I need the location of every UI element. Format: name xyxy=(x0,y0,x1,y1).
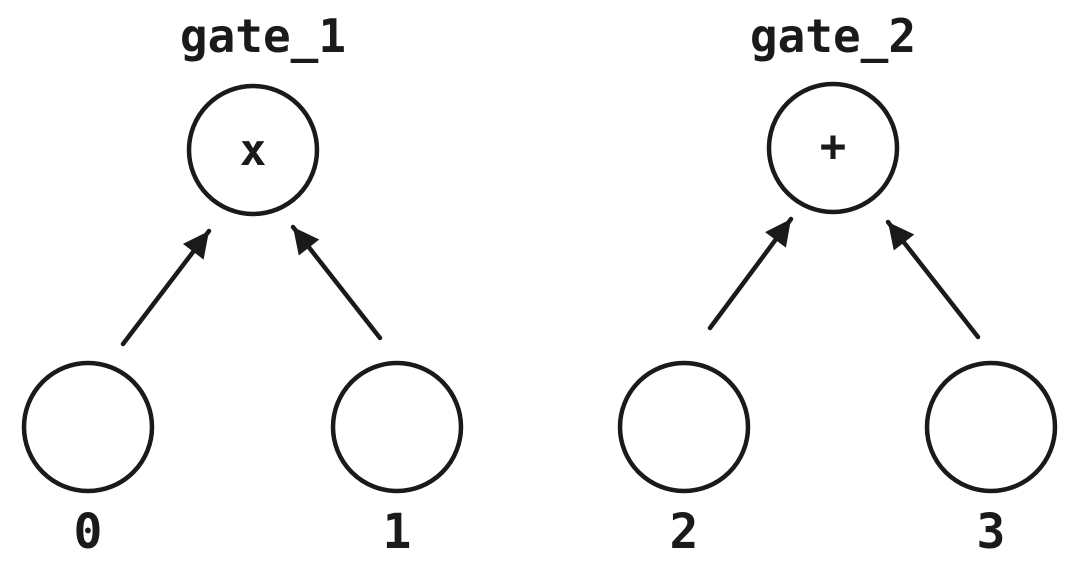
input-node-circle xyxy=(924,360,1058,494)
edge-arrow xyxy=(290,224,383,341)
edge-arrow xyxy=(885,219,981,340)
edge-arrow xyxy=(707,216,794,331)
input-node-circle xyxy=(617,360,751,494)
gate-1-group: gate_1 x 0 1 xyxy=(21,9,464,560)
gate-node-circle xyxy=(766,81,900,215)
input-label: 0 xyxy=(74,504,103,560)
operator-label: + xyxy=(820,121,847,172)
input-node-circle xyxy=(330,360,464,494)
input-node-circle xyxy=(21,360,155,494)
gate-label: gate_1 xyxy=(180,9,346,63)
input-label: 2 xyxy=(670,504,699,560)
operator-label: x xyxy=(240,125,267,176)
gate-node-circle xyxy=(186,83,320,217)
edge-arrow xyxy=(120,228,212,347)
gate-label: gate_2 xyxy=(750,9,916,63)
gate-2-group: gate_2 + 2 3 xyxy=(617,9,1058,560)
input-label: 1 xyxy=(383,504,412,560)
input-label: 3 xyxy=(977,504,1006,560)
